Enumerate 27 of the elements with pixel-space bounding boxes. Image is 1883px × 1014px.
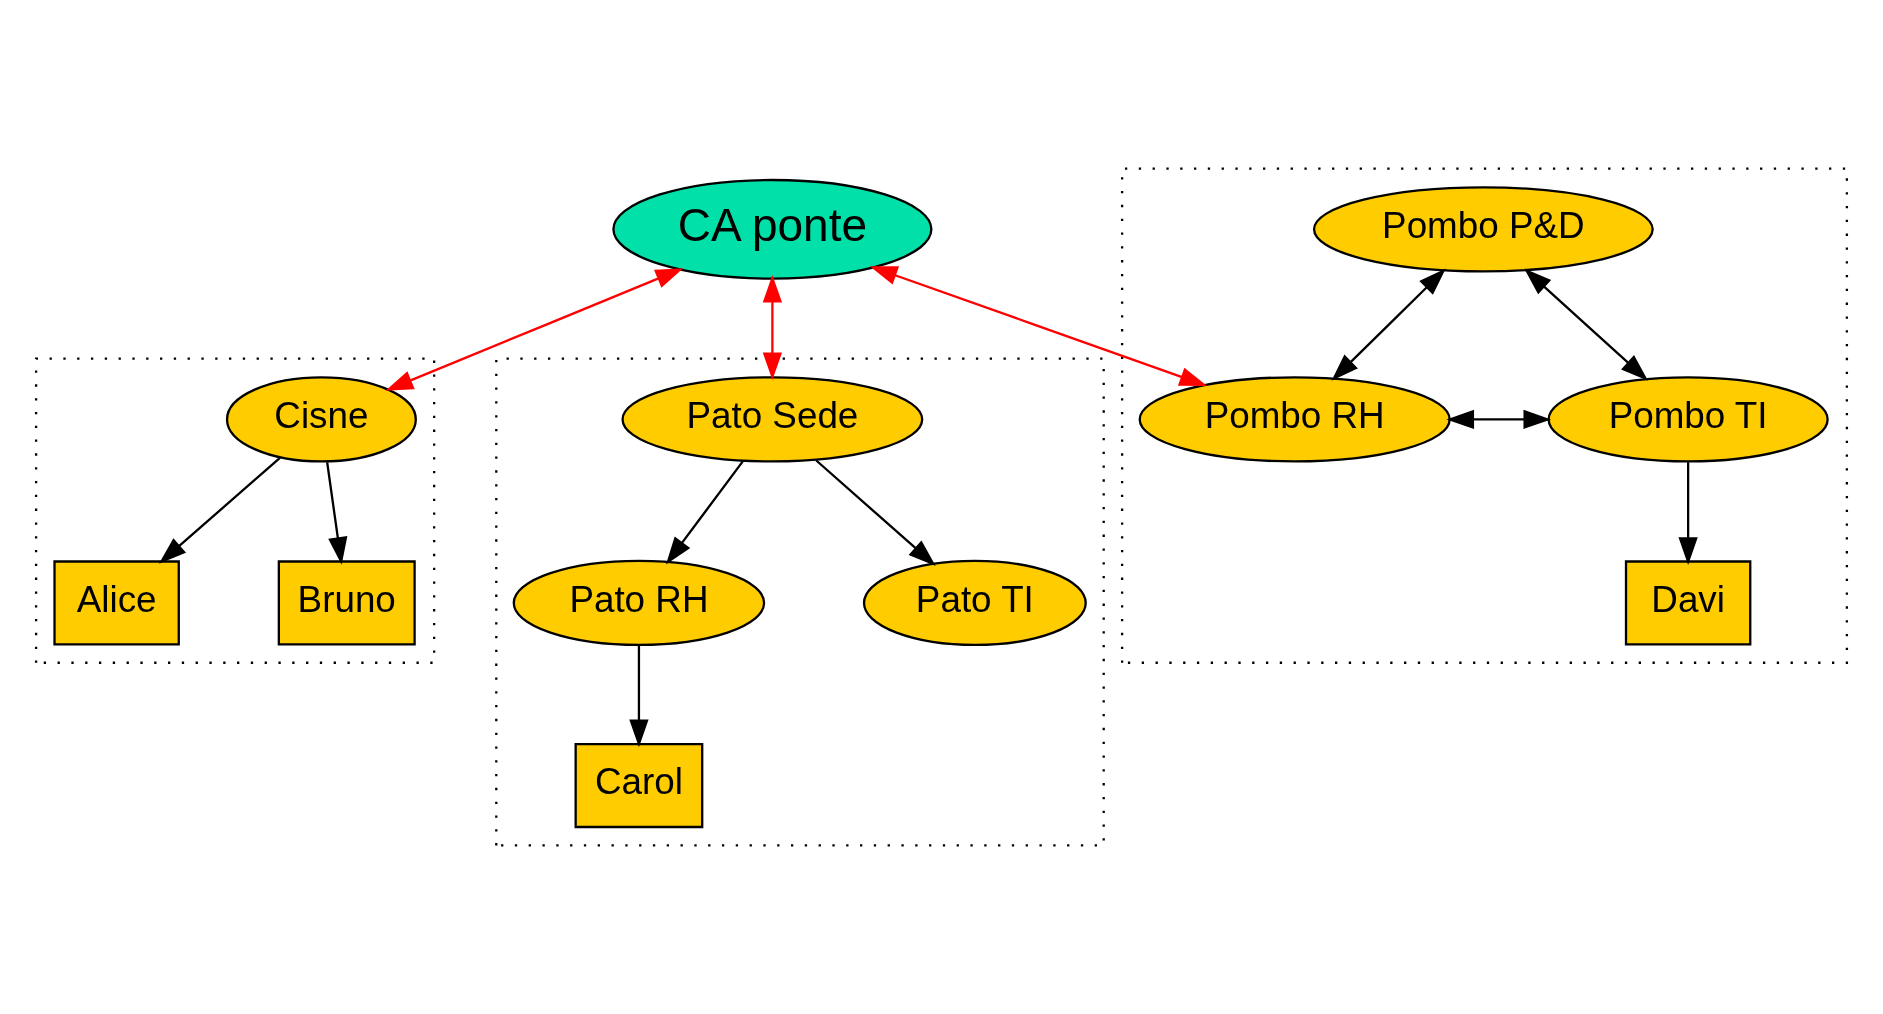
arrow [1446,409,1552,430]
node-box: Davi [1624,560,1752,646]
cluster [34,357,436,664]
node-ellipse: Pombo RH [1138,376,1451,463]
cluster [1120,167,1849,664]
arrow [326,462,348,565]
arrow [629,645,649,748]
arrow [815,459,936,566]
node-box: Bruno [277,560,416,646]
arrow [665,460,744,565]
node-ellipse: Pato Sede [621,376,924,463]
node-ellipse: Pombo TI [1547,376,1829,463]
arrow [869,266,1208,386]
node-box: Alice [53,560,180,646]
node-box: Carol [574,743,704,829]
arrow [1524,268,1649,381]
node-ellipse: Pombo P&D [1312,186,1654,273]
arrow [1678,462,1698,565]
cluster [495,357,1105,847]
node-ellipse: CA ponte [612,178,933,280]
arrow [1331,268,1446,381]
arrow [158,457,281,564]
arrow [762,274,783,381]
node-ellipse: Pato RH [512,559,766,647]
node-ellipse: Cisne [225,376,417,463]
arrow [385,268,684,391]
node-ellipse: Pato TI [862,559,1087,647]
